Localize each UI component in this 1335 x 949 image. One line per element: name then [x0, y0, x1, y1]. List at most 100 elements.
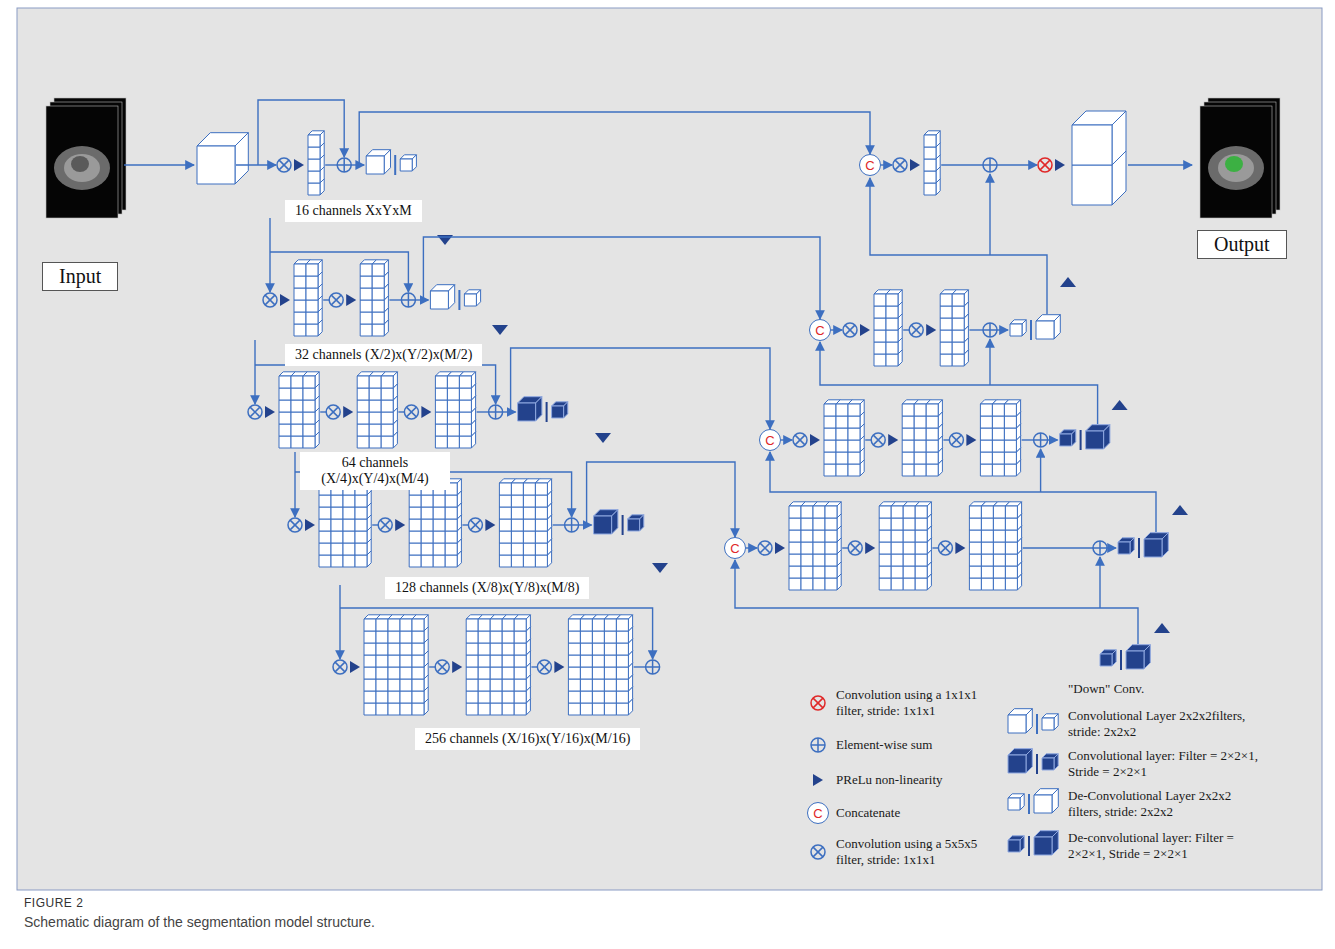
cube-face [915, 542, 927, 554]
cube-face [952, 354, 964, 366]
cube-face [369, 400, 381, 412]
cube-face [813, 554, 825, 566]
cube-face [801, 554, 813, 566]
cube-face [447, 436, 459, 448]
cube-face [1020, 836, 1024, 852]
cube-face [376, 619, 388, 631]
cube-face [459, 388, 471, 400]
cube-face [568, 667, 580, 679]
cube-face [445, 543, 457, 555]
cube-face [580, 643, 592, 655]
cube-face [381, 412, 393, 424]
lesion-region [1225, 156, 1243, 172]
cube-face [376, 703, 388, 715]
cube-face [886, 330, 898, 342]
cube-face [490, 619, 502, 631]
flow-line [325, 164, 337, 165]
conv-symbol [938, 541, 952, 555]
cube-face [789, 506, 801, 518]
cube-face [535, 543, 547, 555]
cube-face [331, 543, 343, 555]
flow-line [323, 299, 329, 300]
cube-face [992, 428, 1004, 440]
prelu-symbol [865, 542, 875, 554]
cube-face [1005, 506, 1017, 518]
channel-label: 64 channels (X/4)x(Y/4)x(M/4) [310, 455, 440, 487]
cube-face [421, 495, 433, 507]
flow-line [1048, 439, 1058, 440]
cube-face [388, 655, 400, 667]
cube-face [511, 555, 523, 567]
cube-face [372, 264, 384, 276]
cube-face [568, 691, 580, 703]
cube-face [1072, 125, 1112, 165]
cube-face [343, 519, 355, 531]
cube-face [993, 530, 1005, 542]
cube-face [981, 554, 993, 566]
cube-face [568, 703, 580, 715]
cube-face [357, 424, 369, 436]
cube-face [628, 615, 632, 631]
cube-face [523, 483, 535, 495]
cube-face [874, 318, 886, 330]
conv-symbol [333, 660, 347, 674]
cube-face [891, 542, 903, 554]
cube-face [1008, 755, 1026, 773]
figure-caption: Schematic diagram of the segmentation mo… [24, 914, 375, 930]
cube-face [1005, 554, 1017, 566]
cube-face [836, 464, 848, 476]
cube-face [824, 428, 836, 440]
cube-face [980, 428, 992, 440]
cube-face [927, 502, 931, 518]
cube-face [969, 578, 981, 590]
cube-face [445, 531, 457, 543]
cube-face [914, 440, 926, 452]
cube-face [355, 555, 367, 567]
cube-face [400, 619, 412, 631]
flow-line [389, 299, 401, 300]
flow-line [415, 299, 428, 300]
prelu-symbol [810, 434, 820, 446]
down-sample-mark [652, 563, 668, 573]
channel-label: 256 channels (X/16)x(Y/16)x(M/16) [425, 731, 630, 747]
cube-face [915, 506, 927, 518]
cube-face [376, 667, 388, 679]
upsample-line [989, 174, 990, 255]
cube-face [604, 631, 616, 643]
channel-label-box: 256 channels (X/16)x(Y/16)x(M/16) [415, 728, 640, 750]
sum-symbol-plus [337, 158, 351, 172]
cube-face [564, 402, 568, 418]
cube-face [536, 397, 542, 421]
cube-face [303, 436, 315, 448]
down-sample-mark [595, 433, 611, 443]
channel-label: 32 channels (X/2)x(Y/2)x(M/2) [295, 347, 472, 363]
legend-heading: "Down" Conv. [1068, 681, 1144, 697]
conv-symbol-cross [850, 543, 860, 553]
cube-face [343, 543, 355, 555]
cube-face [279, 388, 291, 400]
prelu-symbol [485, 519, 495, 531]
flow-line [579, 524, 592, 525]
cube-face [366, 156, 384, 174]
cube-face [789, 518, 801, 530]
cube-face [466, 643, 478, 655]
cube-face [409, 519, 421, 531]
conv-symbol-cross [845, 325, 855, 335]
cube-face [376, 691, 388, 703]
prelu-symbol [775, 542, 785, 554]
cube-face [616, 655, 628, 667]
cube-face [568, 643, 580, 655]
cube-face [969, 530, 981, 542]
flow-line [124, 164, 194, 165]
cube-face [294, 300, 306, 312]
cube-face [478, 655, 490, 667]
skip-line [359, 112, 870, 165]
cube-face [592, 631, 604, 643]
cube-face [813, 578, 825, 590]
cube-face [357, 376, 369, 388]
cube-face [860, 400, 864, 416]
cube-face [813, 518, 825, 530]
cube-face [879, 506, 891, 518]
concatenate-letter: C [730, 542, 739, 555]
cube-face [435, 424, 447, 436]
